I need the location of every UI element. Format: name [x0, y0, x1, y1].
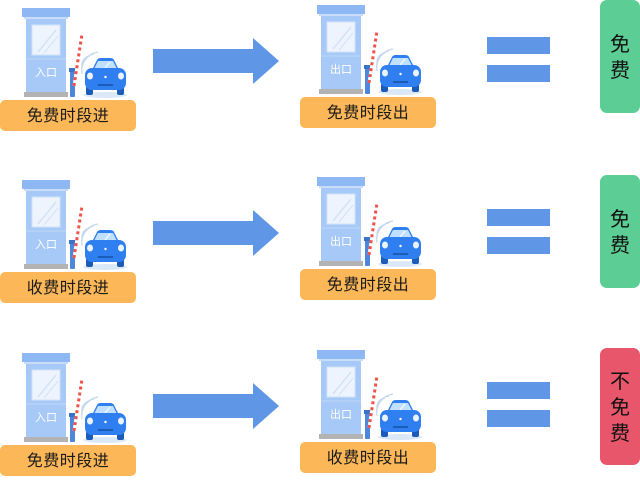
fee-result-badge: 不免费	[600, 348, 640, 465]
booth-label: 入口	[35, 411, 57, 424]
fee-result-badge: 免费	[600, 175, 640, 288]
booth-base	[319, 261, 363, 266]
barrier-arm	[72, 378, 84, 432]
car-icon	[83, 403, 127, 443]
toll-booth-car-icon: 入口	[22, 353, 127, 443]
car-icon	[83, 58, 127, 98]
booth-base	[319, 434, 363, 439]
booth-label: 出口	[330, 62, 352, 76]
booth-base	[319, 89, 363, 94]
booth-base	[24, 264, 68, 269]
exit-scene: 出口	[297, 5, 422, 97]
exit-scene: 出口	[297, 350, 422, 442]
barrier-post	[365, 67, 370, 94]
barrier-arm	[367, 375, 379, 429]
equals-bar	[487, 209, 550, 226]
equals-bar	[487, 382, 550, 399]
scenario-row: 入口 收费时段进	[0, 172, 640, 322]
badge-char: 不	[610, 368, 630, 393]
arrow-shape	[153, 38, 279, 84]
booth-base	[24, 92, 68, 97]
exit-time-label: 免费时段出	[300, 97, 436, 128]
booth-roof	[22, 180, 70, 189]
booth-roof	[317, 350, 365, 359]
barrier-post	[365, 239, 370, 266]
toll-booth-car-icon: 入口	[22, 8, 127, 98]
booth-label: 入口	[35, 238, 57, 251]
badge-char: 免	[610, 206, 630, 231]
barrier-post	[70, 242, 75, 269]
arrow-shape	[153, 383, 279, 429]
car-icon	[378, 227, 422, 267]
car-icon	[83, 230, 127, 270]
scenario-row: 入口 免费时段进	[0, 345, 640, 495]
equals-bar	[487, 37, 550, 54]
arrow-right-icon	[153, 38, 279, 84]
entry-scene: 入口	[2, 353, 127, 445]
entry-time-label: 免费时段进	[0, 100, 136, 131]
barrier-arm	[367, 202, 379, 256]
booth-label: 入口	[35, 66, 57, 79]
badge-char: 免	[610, 394, 630, 419]
booth-roof	[22, 8, 70, 17]
barrier-arm	[367, 30, 379, 84]
badge-char: 免	[610, 31, 630, 56]
equals-bar	[487, 65, 550, 82]
toll-booth-car-icon: 出口	[317, 5, 422, 95]
toll-booth-car-icon: 入口	[22, 180, 127, 270]
badge-char: 费	[610, 420, 630, 445]
booth-base	[24, 437, 68, 442]
equals-bar	[487, 410, 550, 427]
toll-booth-car-icon: 出口	[317, 177, 422, 267]
exit-time-label: 收费时段出	[300, 442, 436, 473]
exit-time-label: 免费时段出	[300, 269, 436, 300]
arrow-shape	[153, 210, 279, 256]
booth-label: 出口	[330, 407, 352, 421]
car-icon	[378, 55, 422, 95]
entry-scene: 入口	[2, 180, 127, 272]
arrow-right-icon	[153, 210, 279, 256]
booth-roof	[317, 177, 365, 186]
barrier-post	[70, 415, 75, 442]
entry-scene: 入口	[2, 8, 127, 100]
equals-bar	[487, 237, 550, 254]
car-icon	[378, 400, 422, 440]
entry-time-label: 收费时段进	[0, 272, 136, 303]
barrier-arm	[72, 33, 84, 87]
booth-roof	[22, 353, 70, 362]
fee-result-badge: 免费	[600, 0, 640, 113]
badge-char: 费	[610, 232, 630, 257]
arrow-right-icon	[153, 383, 279, 429]
barrier-post	[365, 412, 370, 439]
booth-label: 出口	[330, 234, 352, 248]
booth-roof	[317, 5, 365, 14]
entry-time-label: 免费时段进	[0, 445, 136, 476]
toll-booth-car-icon: 出口	[317, 350, 422, 440]
barrier-arm	[72, 205, 84, 259]
barrier-post	[70, 70, 75, 97]
scenario-row: 入口 免费时段进	[0, 0, 640, 150]
exit-scene: 出口	[297, 177, 422, 269]
badge-char: 费	[610, 57, 630, 82]
